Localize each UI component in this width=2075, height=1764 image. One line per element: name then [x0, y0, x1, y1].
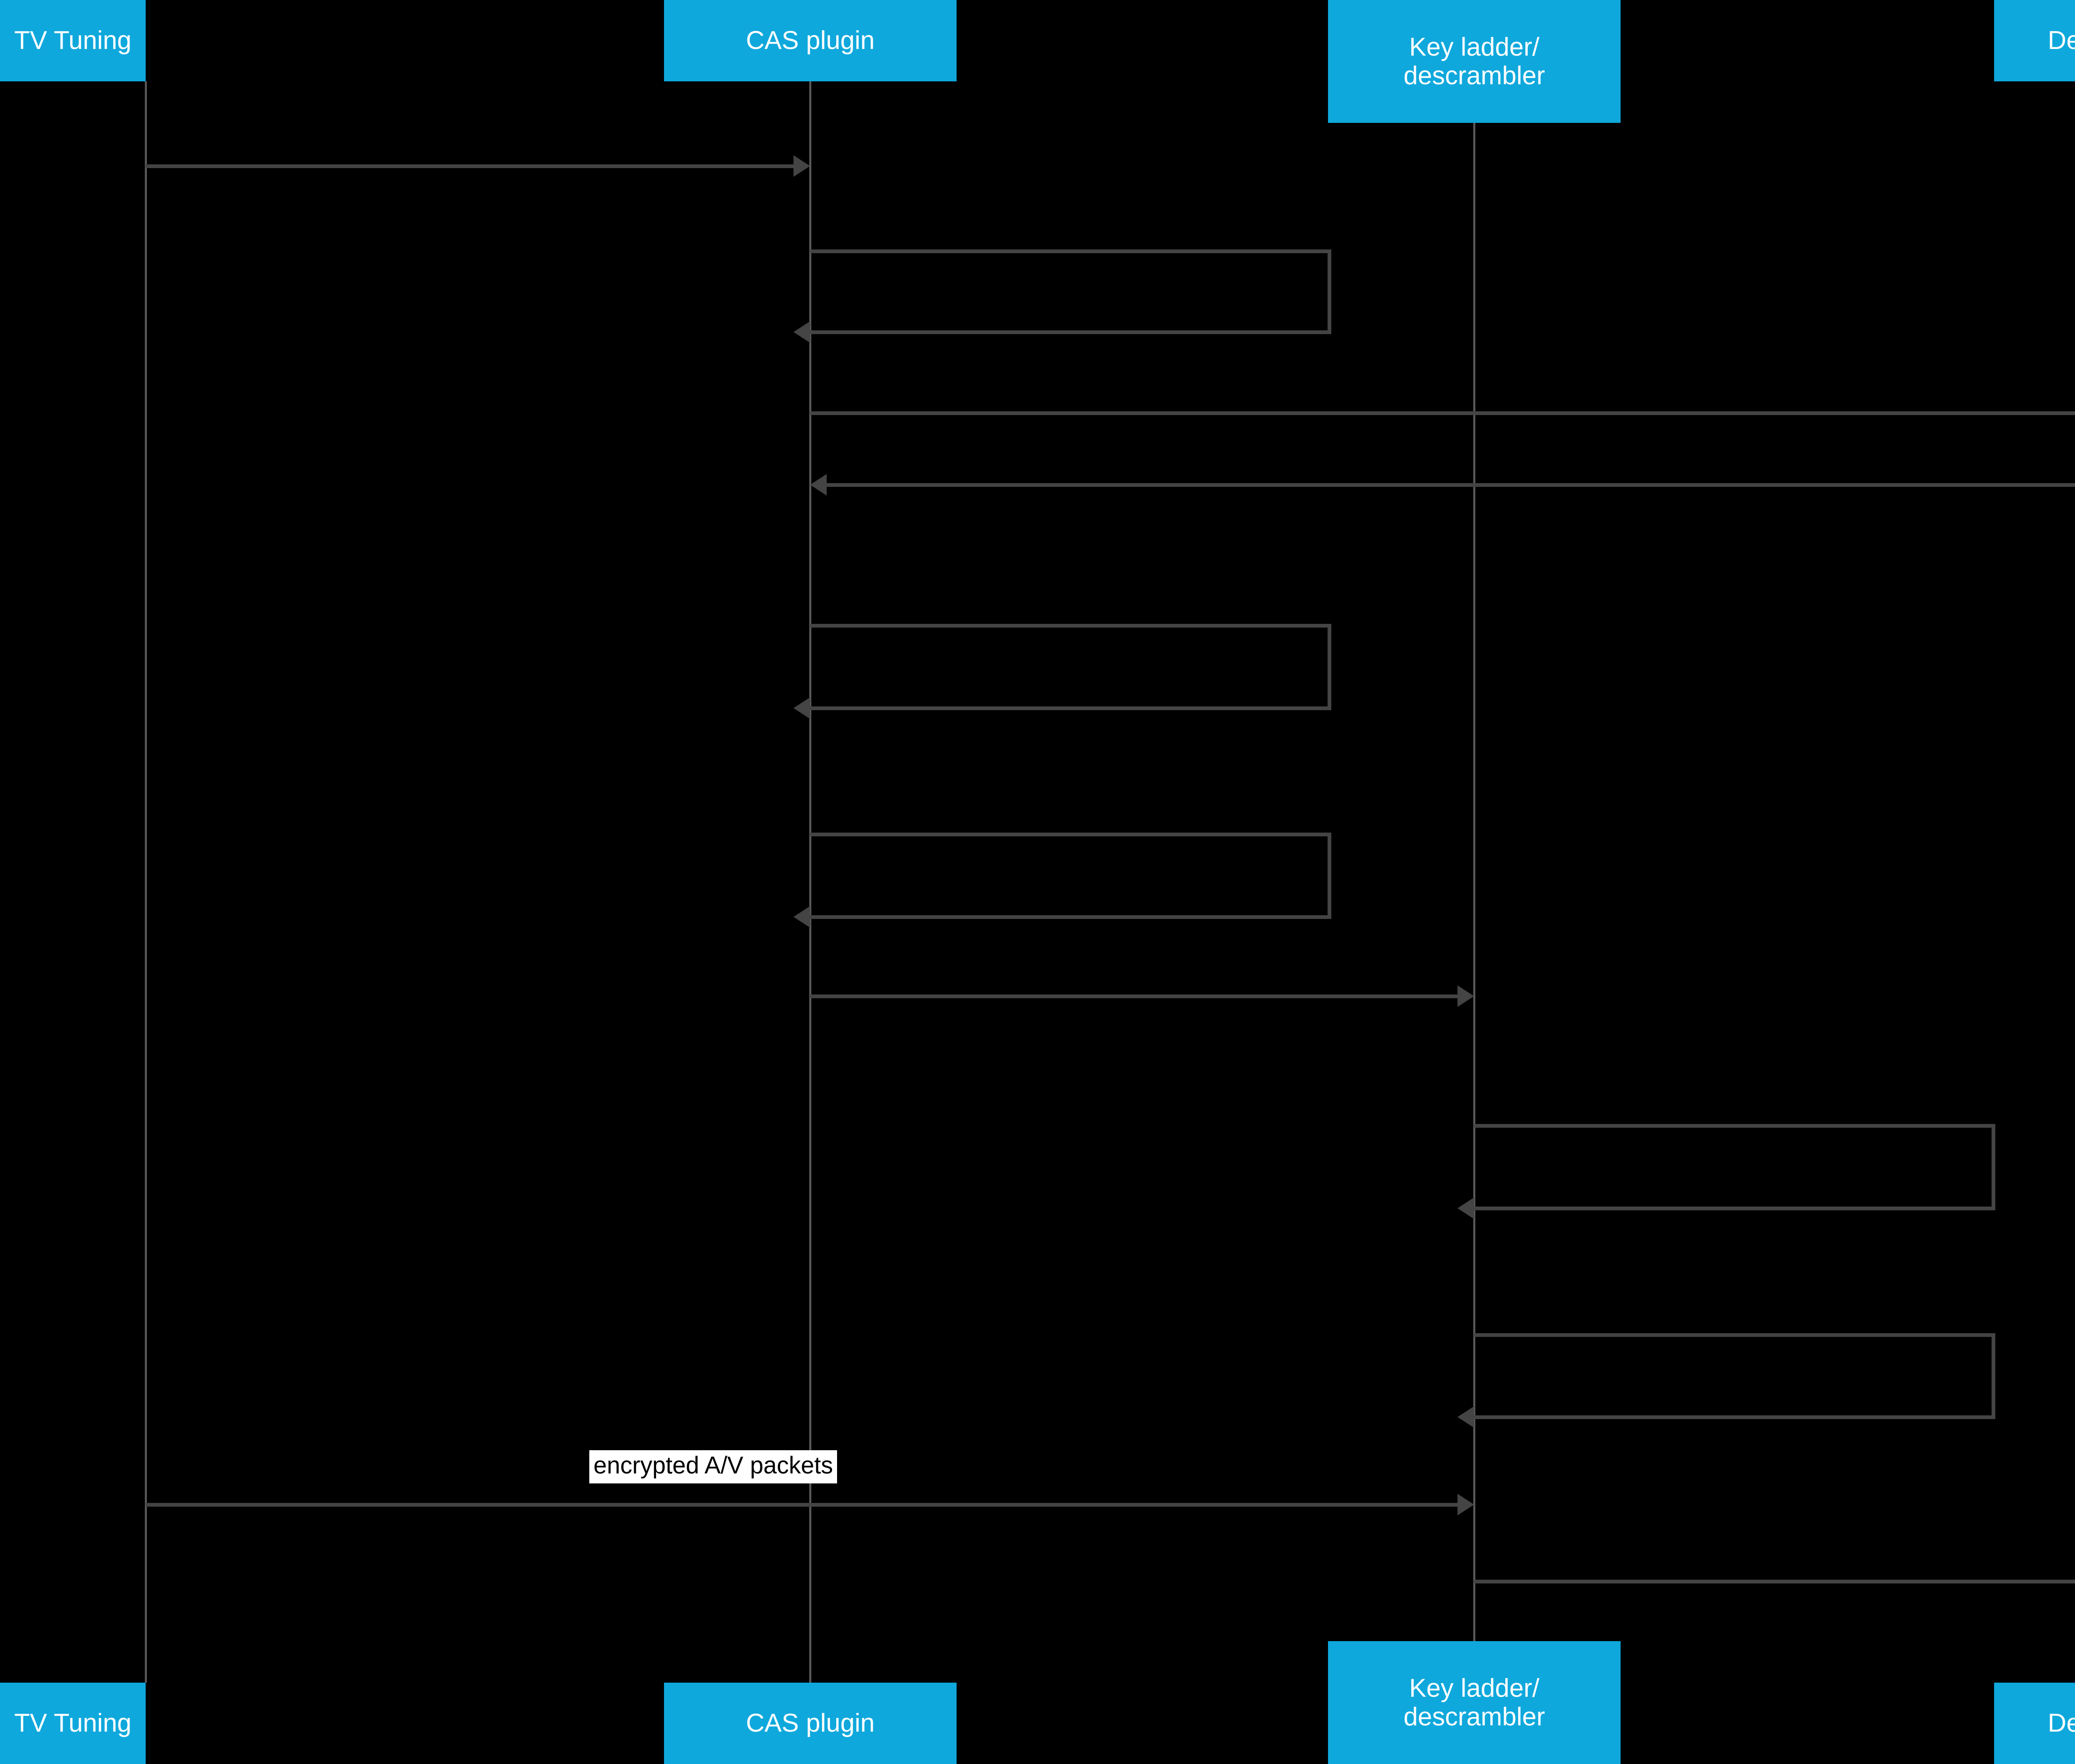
participant-footer-decode-display[interactable]: Decode, display [1994, 1683, 2075, 1764]
self-message-loop-2 [810, 249, 1331, 334]
self-message-arrowhead-2 [793, 321, 810, 343]
self-message-arrowhead-5 [793, 697, 810, 719]
participant-header-tv-tuning[interactable]: TV Tuning [0, 0, 146, 81]
lifeline-tv-tuning [145, 81, 147, 1683]
self-message-loop-5 [810, 624, 1331, 710]
participant-footer-cas-plugin[interactable]: CAS plugin [664, 1683, 957, 1764]
participant-footer-key-ladder-descrambler[interactable]: Key ladder/ descrambler [1328, 1641, 1621, 1764]
participant-footer-tv-tuning[interactable]: TV Tuning [0, 1683, 146, 1764]
message-line-7 [810, 994, 1457, 998]
message-arrowhead-1 [793, 155, 810, 177]
message-line-3 [810, 411, 2075, 415]
participant-header-cas-plugin[interactable]: CAS plugin [664, 0, 957, 81]
message-label-encrypted-av-packets: encrypted A/V packets [589, 1450, 837, 1483]
message-line-1 [146, 164, 793, 168]
message-line-10 [146, 1503, 1457, 1507]
self-message-arrowhead-6 [793, 906, 810, 928]
self-message-loop-9 [1474, 1333, 1995, 1419]
lifeline-cas-plugin [809, 81, 811, 1683]
self-message-loop-6 [810, 833, 1331, 919]
participant-header-decode-display[interactable]: Decode, display [1994, 0, 2075, 81]
message-arrowhead-10 [1457, 1494, 1474, 1515]
participant-header-key-ladder-descrambler[interactable]: Key ladder/ descrambler [1328, 0, 1621, 123]
self-message-loop-8 [1474, 1124, 1995, 1210]
self-message-arrowhead-9 [1457, 1406, 1474, 1428]
lifeline-key-ladder-descrambler [1473, 123, 1475, 1641]
message-line-4 [827, 483, 2075, 487]
message-arrowhead-4 [810, 474, 827, 496]
message-line-11 [1474, 1580, 2075, 1583]
message-arrowhead-7 [1457, 985, 1474, 1007]
self-message-arrowhead-8 [1457, 1197, 1474, 1219]
